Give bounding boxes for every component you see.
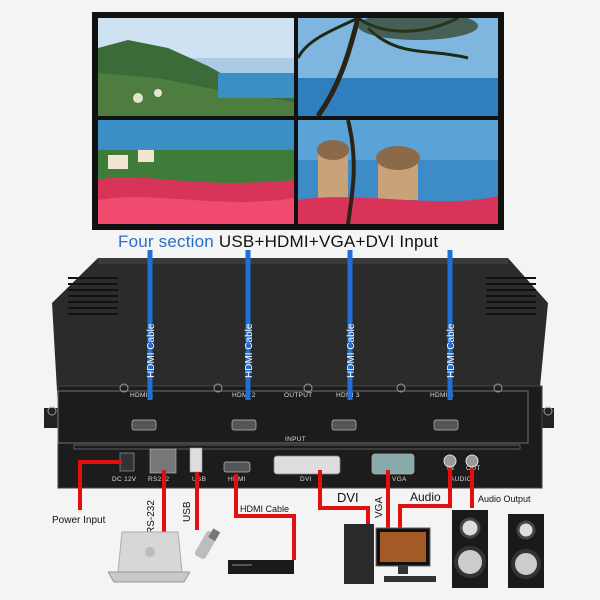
label-dvi: DVI xyxy=(300,476,312,483)
label-vga: VGA xyxy=(392,476,407,483)
label-dc-12v: DC 12V xyxy=(112,476,137,483)
callout-usb: USB xyxy=(182,501,193,522)
headline-highlight: Four section xyxy=(118,232,214,251)
hdmi-out-3-port[interactable] xyxy=(331,419,357,431)
video-wall xyxy=(92,12,504,230)
callout-dvi: DVI xyxy=(337,490,359,505)
headline-text: USB+HDMI+VGA+DVI Input xyxy=(218,232,439,251)
audio-in-port[interactable] xyxy=(443,454,457,468)
audio-out-port[interactable] xyxy=(465,454,479,468)
callout-audio: Audio xyxy=(410,490,441,504)
hdmi-out-4-port[interactable] xyxy=(433,419,459,431)
rs232-port[interactable] xyxy=(149,448,177,474)
label-input: INPUT xyxy=(285,436,306,443)
video-wall-controller xyxy=(44,258,554,489)
vga-port[interactable] xyxy=(371,453,415,475)
hdmi-out-1-port[interactable] xyxy=(131,419,157,431)
dvi-port[interactable] xyxy=(273,455,341,475)
label-output: OUTPUT xyxy=(284,392,313,399)
callout-power-input: Power Input xyxy=(52,515,106,526)
callout-audio-output: Audio Output xyxy=(478,494,531,504)
label-audio: AUDIO xyxy=(450,476,473,483)
speaker-icon xyxy=(452,510,544,588)
label-hdmi-1: HDMI 1 xyxy=(130,392,154,399)
wall-screen-bottom-right xyxy=(298,120,498,224)
media-player-icon xyxy=(228,560,294,574)
laptop-icon xyxy=(108,531,190,583)
headline: Four section USB+HDMI+VGA+DVI Input xyxy=(118,232,438,252)
desktop-computer-icon xyxy=(344,524,436,584)
hdmi-in-port[interactable] xyxy=(223,461,251,473)
wall-screen-top-right xyxy=(298,18,498,116)
hdmi-out-2-port[interactable] xyxy=(231,419,257,431)
usb-drive-icon xyxy=(194,528,221,560)
wall-screen-bottom-left xyxy=(98,120,294,224)
label-hdmi-2: HDMI 2 xyxy=(232,392,256,399)
label-hdmi-4: HDMI 4 xyxy=(430,392,454,399)
wall-screen-top-left xyxy=(98,18,294,116)
label-rs232: RS232 xyxy=(148,476,170,483)
callout-hdmi-cable: HDMI Cable xyxy=(240,504,290,514)
